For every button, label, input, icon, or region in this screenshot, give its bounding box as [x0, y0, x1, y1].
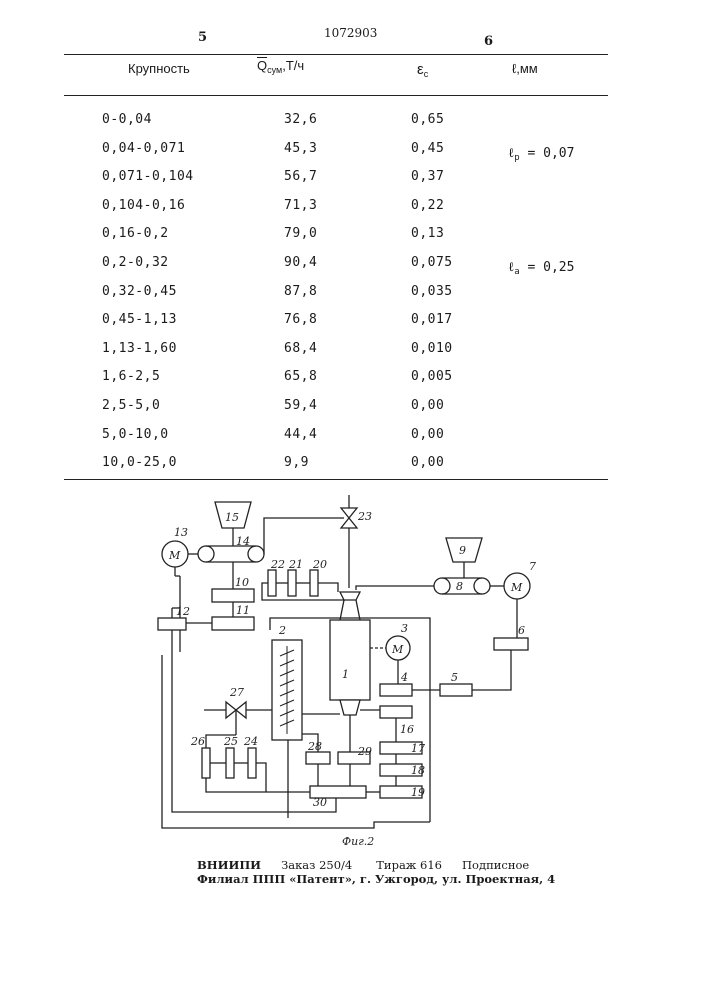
block-label-21: 21: [288, 558, 303, 571]
block-label-8: 8: [456, 580, 463, 593]
block-label-16: 16: [400, 723, 414, 736]
block-label-11: 11: [236, 604, 250, 617]
block-label-19: 19: [411, 786, 425, 799]
block-label-28: 28: [307, 740, 322, 753]
footer-line-2: Филиал ППП «Патент», г. Ужгород, ул. Про…: [197, 872, 555, 886]
block-label-3: 3: [401, 622, 408, 635]
block-label-27: 27: [229, 686, 244, 699]
motor-7-label: М: [510, 581, 523, 594]
block-label-22: 22: [270, 558, 285, 571]
block-6: [494, 638, 528, 650]
block-22: [268, 570, 276, 596]
block-label-24: 24: [243, 735, 258, 748]
block-label-7: 7: [529, 560, 536, 573]
block-28: [306, 752, 330, 764]
mill-inlet: [340, 592, 360, 600]
block-label-20: 20: [312, 558, 327, 571]
link-line: [356, 600, 360, 620]
block-label-18: 18: [411, 764, 425, 777]
mill-1: [330, 620, 370, 700]
footer-org: ВНИИПИ: [197, 858, 261, 872]
block-label-4: 4: [400, 671, 408, 684]
block-label-26: 26: [190, 735, 205, 748]
block-label-17: 17: [411, 742, 425, 755]
block-11: [212, 617, 254, 630]
block-25: [226, 748, 234, 778]
block-label-30: 30: [313, 796, 327, 809]
pulley-icon: [198, 546, 214, 562]
figure-caption: Фиг.2: [342, 835, 374, 848]
link-line: [256, 763, 266, 792]
block-10: [212, 589, 254, 602]
block-label-25: 25: [223, 735, 238, 748]
block-label-9: 9: [459, 544, 466, 557]
pulley-icon: [248, 546, 264, 562]
valve-27-icon: [226, 702, 236, 718]
block-label-5: 5: [451, 671, 458, 684]
block-20: [310, 570, 318, 596]
mill-outlet: [340, 700, 360, 715]
link-line: [206, 778, 266, 792]
block-label-23: 23: [357, 510, 372, 523]
pulley-icon: [474, 578, 490, 594]
motor-13-label: М: [168, 549, 181, 562]
footer-order: Заказ 250/4: [281, 858, 352, 872]
link-line: [264, 518, 340, 554]
footer-subscription: Подписное: [462, 858, 529, 872]
link-line: [356, 586, 434, 590]
block-label-1: 1: [342, 668, 349, 681]
motor-3-label: М: [391, 643, 404, 656]
valve-23-icon: [341, 518, 357, 528]
block-label-6: 6: [518, 624, 525, 637]
link-line: [340, 600, 344, 620]
block-label-15: 15: [225, 511, 239, 524]
valve-23-icon: [341, 508, 357, 518]
block-label-12: 12: [176, 605, 190, 618]
block-4: [380, 684, 412, 696]
block-12: [158, 618, 186, 630]
block-label-10: 10: [235, 576, 249, 589]
block-5: [440, 684, 472, 696]
block-24: [248, 748, 256, 778]
link-line: [318, 583, 338, 592]
link-line: [472, 650, 511, 690]
block-21: [288, 570, 296, 596]
block-label-13: 13: [174, 526, 188, 539]
link-line: [172, 630, 336, 812]
footer-line-1: ВНИИПИ Заказ 250/4 Тираж 616 Подписное: [197, 858, 529, 872]
pulley-icon: [434, 578, 450, 594]
block-26: [202, 748, 210, 778]
block-16-top: [380, 706, 412, 718]
block-label-29: 29: [357, 745, 372, 758]
block-label-2: 2: [278, 624, 286, 637]
footer-print-run: Тираж 616: [376, 858, 442, 872]
valve-27-icon: [236, 702, 246, 718]
block-label-14: 14: [236, 535, 250, 548]
